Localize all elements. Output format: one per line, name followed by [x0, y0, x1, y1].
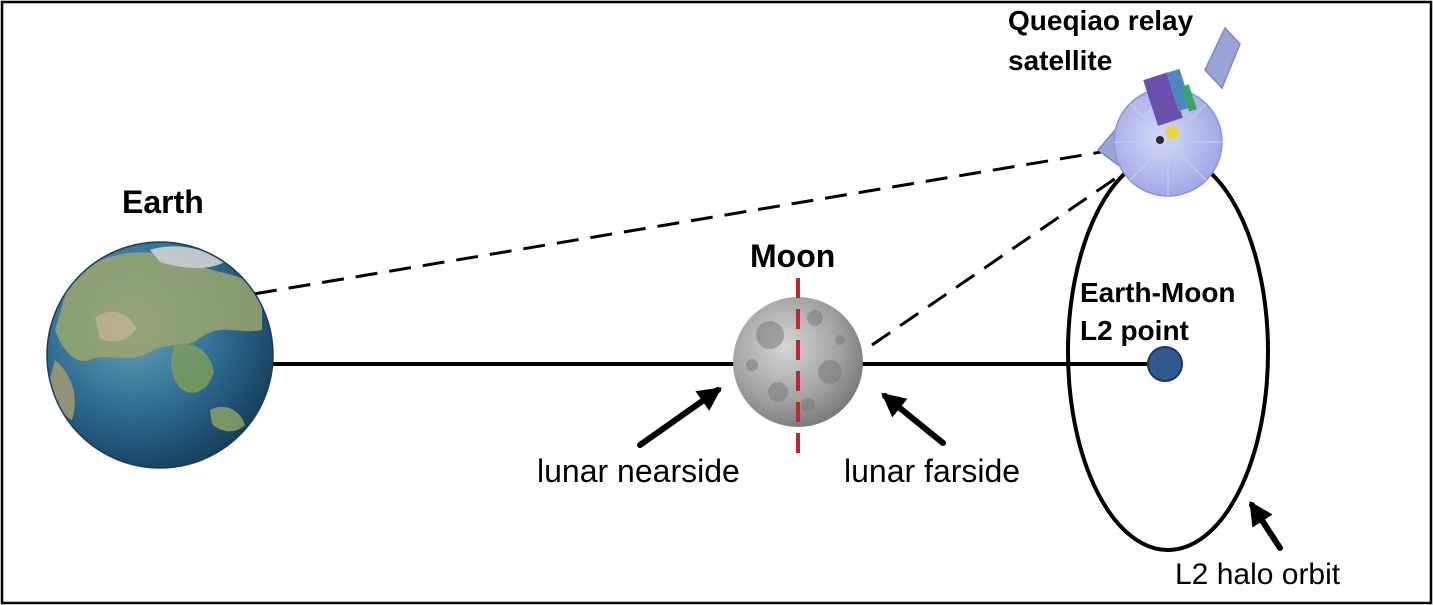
farside-arrow	[881, 392, 946, 446]
nearside-arrow	[637, 387, 722, 448]
earth-globe-icon	[46, 241, 274, 469]
halo-orbit-label: L2 halo orbit	[1175, 558, 1341, 591]
moon-label: Moon	[750, 238, 835, 274]
l2-point-marker	[1147, 346, 1183, 382]
satellite-label-line2: satellite	[1008, 45, 1112, 76]
moon-to-satellite-link	[871, 161, 1139, 347]
moon-icon	[733, 297, 863, 427]
farside-label: lunar farside	[844, 453, 1020, 489]
halo-orbit-arrow	[1249, 500, 1283, 551]
earth-to-satellite-link	[187, 141, 1156, 307]
l2-label-line1: Earth-Moon	[1080, 277, 1236, 308]
l2-label-line2: L2 point	[1080, 315, 1189, 346]
satellite-label-line1: Queqiao relay	[1008, 5, 1194, 36]
nearside-label: lunar nearside	[537, 453, 740, 489]
earth-label: Earth	[122, 184, 204, 220]
relay-satellite-icon	[1096, 26, 1241, 197]
